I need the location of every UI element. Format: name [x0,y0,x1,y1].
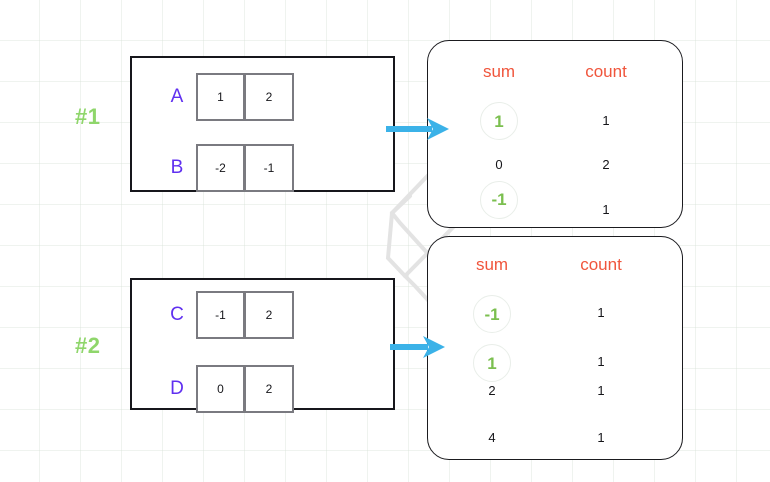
cell-A-0: 1 [196,73,245,121]
cell-C-1: 2 [245,291,294,339]
cell-pair-B: -2 -1 [196,144,294,192]
agg-header-count-1: count [585,62,627,81]
agg-count-t2-r2: 1 [597,383,605,398]
agg-sum-t2-r3: 4 [488,430,496,445]
row-letter-B: B [170,157,184,178]
cell-D-0: 0 [196,365,245,413]
row-letter-C: C [170,304,184,325]
cell-B-1: -1 [245,144,294,192]
connector-diamond-upper [390,194,412,215]
agg-sum-t2-r2: 2 [488,383,496,398]
connector-left-fan [385,211,407,278]
agg-table-group-2 [427,236,683,460]
agg-sum-t1-r2: -1 [491,190,507,209]
cell-A-1: 2 [245,73,294,121]
input-row-D: D 0 2 [158,365,294,413]
agg-count-t1-r2: 1 [602,202,610,217]
agg-count-t1-r1: 2 [602,157,610,172]
cell-pair-C: -1 2 [196,291,294,339]
cell-D-1: 2 [245,365,294,413]
agg-count-t2-r1: 1 [597,354,605,369]
agg-table-group-1 [427,40,683,228]
input-row-A: A 1 2 [158,73,294,121]
row-letter-A: A [170,86,184,107]
group-label-2: #2 [75,333,101,358]
agg-count-t2-r0: 1 [597,305,605,320]
agg-count-t2-r3: 1 [597,430,605,445]
agg-sum-t1-r1: 0 [495,157,503,172]
cell-C-0: -1 [196,291,245,339]
cell-pair-D: 0 2 [196,365,294,413]
input-row-B: B -2 -1 [158,144,294,192]
agg-sum-t2-r1: 1 [487,354,497,373]
highlight-circle-t2-r1 [473,344,511,382]
agg-header-sum-2: sum [475,255,509,274]
input-panel-group-2: C -1 2 D 0 2 [130,278,395,413]
cell-pair-A: 1 2 [196,73,294,121]
agg-header-count-2: count [580,255,622,274]
agg-header-sum-1: sum [482,62,516,81]
input-row-C: C -1 2 [158,291,294,339]
cell-B-0: -2 [196,144,245,192]
agg-sum-t2-r0: -1 [484,305,500,324]
input-panel-group-1: A 1 2 B -2 -1 [130,56,395,192]
agg-count-t1-r0: 1 [602,113,610,128]
agg-sum-t1-r0: 1 [494,112,504,131]
row-letter-D: D [170,378,184,399]
group-label-1: #1 [75,104,101,129]
